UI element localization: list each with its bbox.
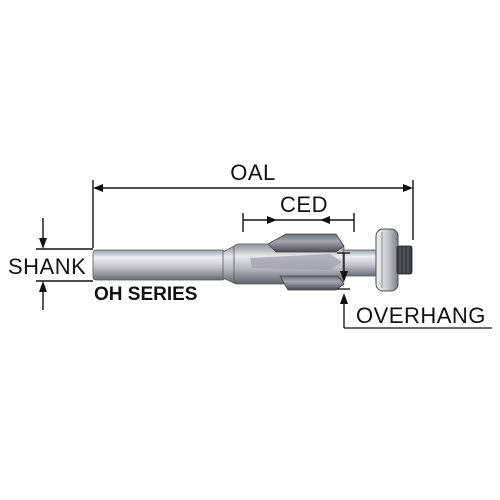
overhang-label: OVERHANG [356, 303, 486, 328]
carbide-cutter-lower [279, 275, 345, 291]
oal-arrow-left [93, 184, 103, 192]
carbide-cutter-upper [267, 233, 345, 253]
ced-label: CED [280, 192, 328, 217]
overhang-arrow-bottom [340, 293, 348, 304]
bit-neck [222, 244, 237, 285]
oal-arrow-right [403, 184, 413, 192]
overhang-arrow-top [340, 271, 348, 282]
ced-arrow-right [320, 216, 330, 224]
shank-arrow-top [39, 238, 47, 249]
oal-label: OAL [230, 160, 276, 185]
bit-flute [250, 254, 342, 270]
bit-collar [342, 249, 378, 277]
bit-shank [92, 249, 226, 281]
series-label: OH SERIES [94, 284, 197, 305]
router-bit [92, 228, 413, 292]
ced-dimension: CED [242, 192, 355, 232]
ced-arrow-left [267, 216, 277, 224]
oal-dimension: OAL [92, 160, 414, 248]
shank-label: SHANK [8, 254, 86, 279]
bearing [375, 228, 399, 292]
overhang-dimension: OVERHANG [337, 252, 492, 329]
shank-dimension: SHANK [8, 218, 93, 310]
